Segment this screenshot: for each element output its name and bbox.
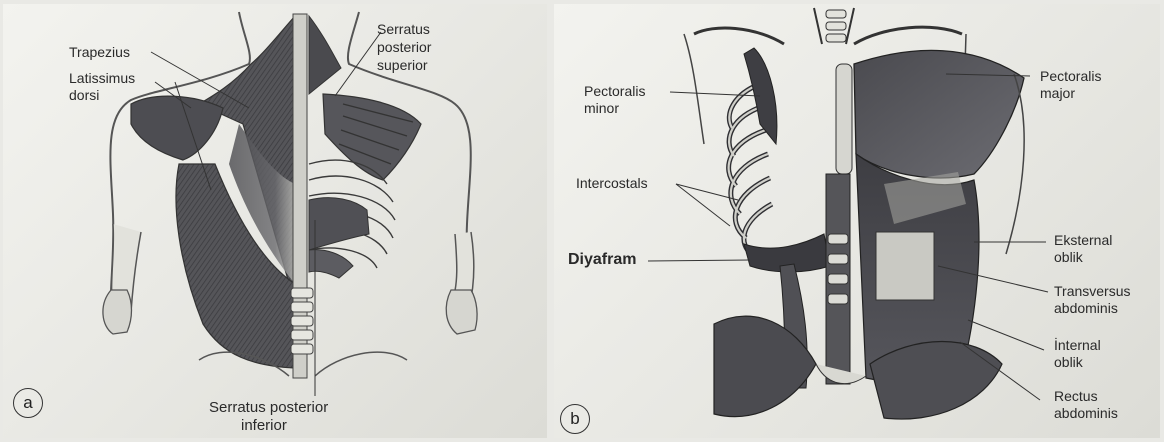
label-transversus-line2: abdominis bbox=[1054, 300, 1118, 317]
label-serratus-post-sup-line3: superior bbox=[377, 57, 428, 74]
label-rectus-line2: abdominis bbox=[1054, 405, 1118, 422]
label-internal-oblik-line2: oblik bbox=[1054, 354, 1083, 371]
label-serratus-post-sup-line1: Serratus bbox=[377, 21, 430, 38]
label-pectoralis-major-line2: major bbox=[1040, 85, 1075, 102]
label-pectoralis-minor-line2: minor bbox=[584, 100, 619, 117]
panel-b-front-view: Pectoralis minor Pectoralis major Interc… bbox=[554, 4, 1160, 438]
panel-b-badge: b bbox=[560, 404, 590, 434]
label-internal-oblik-line1: İnternal bbox=[1054, 337, 1101, 354]
panel-a-badge: a bbox=[13, 388, 43, 418]
label-eksternal-oblik-line2: oblik bbox=[1054, 249, 1083, 266]
label-rectus-line1: Rectus bbox=[1054, 388, 1098, 405]
label-latissimus-line2: dorsi bbox=[69, 87, 99, 104]
label-intercostals: Intercostals bbox=[576, 175, 648, 192]
label-serratus-post-sup-line2: posterior bbox=[377, 39, 431, 56]
label-latissimus-line1: Latissimus bbox=[69, 70, 135, 87]
label-pectoralis-minor-line1: Pectoralis bbox=[584, 83, 645, 100]
label-pectoralis-major-line1: Pectoralis bbox=[1040, 68, 1101, 85]
panel-a-back-view: Trapezius Latissimus dorsi Serratus post… bbox=[3, 4, 547, 438]
label-serratus-post-inf-line1: Serratus posterior bbox=[209, 399, 328, 416]
label-eksternal-oblik-line1: Eksternal bbox=[1054, 232, 1112, 249]
label-serratus-post-inf-line2: inferior bbox=[241, 417, 287, 434]
label-diyafram: Diyafram bbox=[568, 250, 636, 269]
label-trapezius: Trapezius bbox=[69, 44, 130, 61]
label-transversus-line1: Transversus bbox=[1054, 283, 1131, 300]
